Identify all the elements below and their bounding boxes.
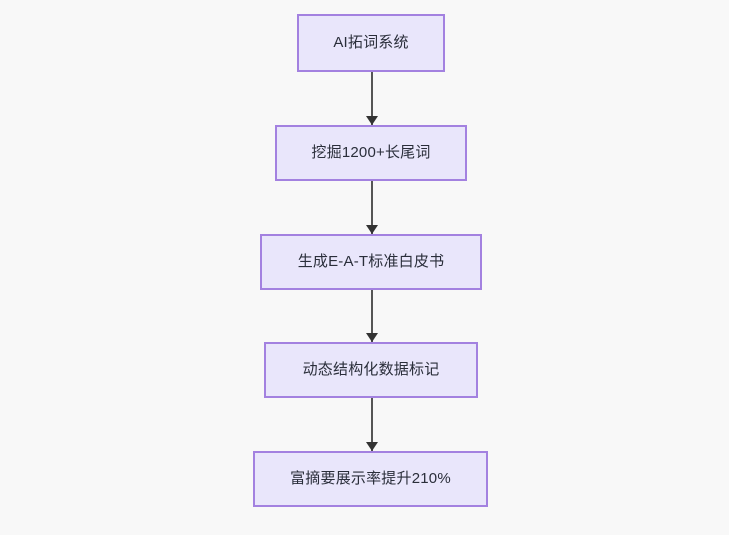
flow-node-label: 挖掘1200+长尾词 — [311, 144, 431, 161]
flow-node-label: AI拓词系统 — [333, 34, 409, 51]
edge-line — [371, 181, 373, 234]
flow-edge-3 — [366, 290, 378, 342]
flow-node-label: 动态结构化数据标记 — [302, 361, 440, 378]
flow-node-dynamic-structured-data-markup[interactable]: 动态结构化数据标记 — [264, 342, 478, 398]
flow-node-rich-snippet-uplift[interactable]: 富摘要展示率提升210% — [253, 451, 488, 507]
arrow-head-icon — [366, 333, 378, 342]
edge-line — [371, 290, 373, 342]
flow-edge-1 — [366, 72, 378, 125]
flow-node-ai-keyword-system[interactable]: AI拓词系统 — [297, 14, 445, 72]
edge-line — [371, 398, 373, 451]
flow-node-mine-longtail-keywords[interactable]: 挖掘1200+长尾词 — [275, 125, 467, 181]
flow-edge-4 — [366, 398, 378, 451]
arrow-head-icon — [366, 116, 378, 125]
flow-node-label: 生成E-A-T标准白皮书 — [297, 253, 445, 270]
edge-line — [371, 72, 373, 125]
flow-edge-2 — [366, 181, 378, 234]
arrow-head-icon — [366, 225, 378, 234]
flow-node-label: 富摘要展示率提升210% — [290, 470, 451, 487]
arrow-head-icon — [366, 442, 378, 451]
flow-node-generate-eat-whitepaper[interactable]: 生成E-A-T标准白皮书 — [260, 234, 482, 290]
